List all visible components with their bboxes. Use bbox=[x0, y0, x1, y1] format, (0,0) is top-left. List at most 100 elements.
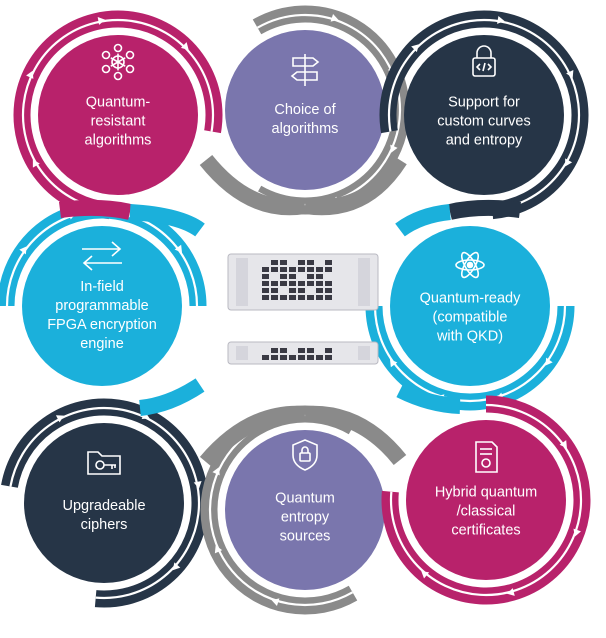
node-circle bbox=[225, 430, 385, 590]
ring-arrow bbox=[172, 562, 181, 571]
node-label-upgradeable: Upgradeable ciphers bbox=[62, 498, 146, 533]
device-port bbox=[271, 267, 278, 272]
node-circle bbox=[24, 423, 184, 583]
device-port bbox=[298, 267, 305, 272]
device-port bbox=[280, 295, 287, 300]
device-port bbox=[271, 260, 278, 265]
code-lock-icon bbox=[472, 45, 496, 77]
device-port bbox=[280, 260, 287, 265]
ring-arrow bbox=[212, 467, 220, 476]
signpost-icon bbox=[290, 54, 320, 86]
device-port bbox=[262, 274, 269, 279]
device-port bbox=[271, 288, 278, 293]
bridge-right-top bbox=[448, 199, 521, 220]
node-custom-curves bbox=[379, 10, 589, 220]
device-port bbox=[325, 260, 332, 265]
device-port bbox=[325, 281, 332, 286]
node-label-hybrid: Hybrid quantum /classical certificates bbox=[434, 484, 538, 539]
bridge-left-lower bbox=[139, 378, 205, 416]
atom-icon bbox=[455, 251, 485, 279]
ring-arrow bbox=[389, 359, 398, 368]
node-circle bbox=[404, 35, 564, 195]
device-port bbox=[271, 295, 278, 300]
device-port bbox=[280, 274, 287, 279]
bridge-bottom-left bbox=[199, 405, 306, 468]
ring-arrow bbox=[180, 42, 189, 50]
ring-arrow bbox=[193, 480, 202, 489]
ring-arrow bbox=[506, 588, 515, 596]
node-circle bbox=[38, 35, 198, 195]
node-label-entropy: Quantum entropy sources bbox=[275, 490, 335, 545]
device-port bbox=[262, 267, 269, 272]
device-port bbox=[289, 281, 296, 286]
device-port bbox=[271, 348, 278, 353]
node-label-quantum-ready: Quantum-ready (compatible with QKD) bbox=[419, 290, 521, 345]
network-icon bbox=[101, 43, 135, 81]
device-port bbox=[271, 281, 278, 286]
device-port bbox=[316, 295, 323, 300]
ring-arrow bbox=[32, 159, 40, 168]
ring-arrow bbox=[19, 246, 27, 255]
device-ear-right bbox=[358, 258, 370, 306]
bridge-right-cyan bbox=[395, 204, 451, 237]
device-port bbox=[316, 288, 323, 293]
device-port bbox=[280, 267, 287, 272]
device-port bbox=[307, 267, 314, 272]
device-port bbox=[298, 260, 305, 265]
device-ear-left bbox=[236, 346, 248, 360]
ring-arrow bbox=[559, 440, 567, 449]
device-port bbox=[307, 348, 314, 353]
device-port bbox=[289, 355, 296, 360]
bridge-right-lower bbox=[396, 382, 461, 414]
ring-line bbox=[373, 305, 567, 403]
node-upgradeable bbox=[1, 398, 209, 608]
device-port bbox=[298, 355, 305, 360]
ring-line bbox=[389, 403, 583, 597]
ring-line bbox=[9, 406, 201, 600]
ring-line bbox=[21, 18, 215, 211]
device-port bbox=[316, 281, 323, 286]
node-circle bbox=[22, 226, 182, 386]
device-port bbox=[262, 288, 269, 293]
device-port bbox=[271, 355, 278, 360]
swap-arrows-icon bbox=[82, 241, 122, 271]
device-port bbox=[262, 281, 269, 286]
ring-arrow bbox=[55, 415, 64, 423]
device-port bbox=[325, 267, 332, 272]
device-port bbox=[298, 288, 305, 293]
bridge-bottom-right bbox=[304, 405, 407, 466]
bridge-top-left bbox=[199, 154, 307, 216]
ring-arrow bbox=[497, 15, 505, 24]
ring-arrow bbox=[330, 13, 339, 22]
ring-arrow bbox=[573, 528, 581, 537]
device-port bbox=[325, 288, 332, 293]
node-label-choice: Choice of algorithms bbox=[271, 102, 339, 137]
node-label-quantum-resistant: Quantum- resistant algorithms bbox=[84, 94, 152, 149]
ring-arrow bbox=[421, 570, 430, 579]
bridge-left-cyan bbox=[129, 204, 205, 237]
device-port bbox=[298, 295, 305, 300]
ring-arrow bbox=[390, 144, 398, 153]
device-port bbox=[307, 260, 314, 265]
device-port bbox=[280, 348, 287, 353]
device-port bbox=[289, 288, 296, 293]
hardware-device bbox=[227, 253, 379, 365]
device-port bbox=[307, 274, 314, 279]
device-port bbox=[325, 348, 332, 353]
ring-arrow bbox=[141, 411, 150, 419]
certificate-icon bbox=[475, 441, 498, 473]
ring-arrow bbox=[566, 70, 574, 79]
device-port bbox=[325, 295, 332, 300]
ring-arrow bbox=[565, 158, 573, 167]
ring-arrow bbox=[97, 17, 106, 25]
ring-arrow bbox=[545, 357, 553, 366]
device-port bbox=[316, 355, 323, 360]
key-folder-icon bbox=[87, 451, 121, 475]
bridge-top-right bbox=[303, 155, 407, 216]
device-port bbox=[298, 281, 305, 286]
device-ear-left bbox=[236, 258, 248, 306]
device-port bbox=[307, 295, 314, 300]
device-port bbox=[289, 267, 296, 272]
ring-arrow bbox=[26, 70, 34, 79]
